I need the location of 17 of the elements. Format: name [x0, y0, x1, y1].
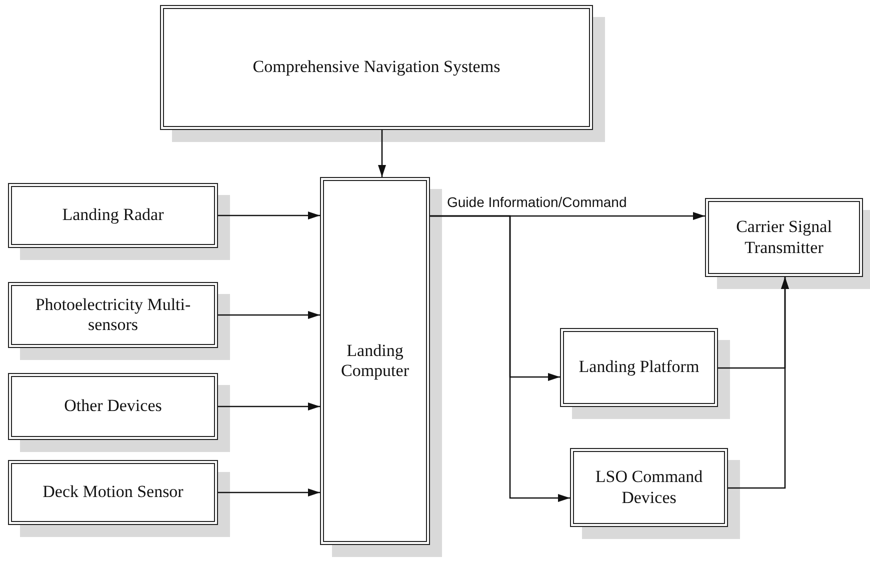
process-box: Deck Motion Sensor: [8, 460, 218, 525]
arrow: [218, 311, 320, 319]
arrow: [218, 488, 320, 496]
process-box: Landing Platform: [560, 328, 718, 407]
arrow: [378, 130, 386, 177]
arrow: [430, 215, 570, 502]
arrow: [218, 402, 320, 410]
arrow: [218, 212, 320, 220]
process-box: Other Devices: [8, 373, 218, 440]
process-box: Photoelectricity Multi-sensors: [8, 282, 218, 348]
edge-label: Guide Information/Command: [446, 194, 628, 210]
process-box: LSO Command Devices: [570, 448, 728, 527]
process-box: Carrier Signal Transmitter: [705, 198, 863, 277]
process-box: Comprehensive Navigation Systems: [160, 5, 593, 130]
process-box: Landing Radar: [8, 183, 218, 248]
process-box: Landing Computer: [320, 177, 430, 545]
arrow: [728, 277, 789, 489]
